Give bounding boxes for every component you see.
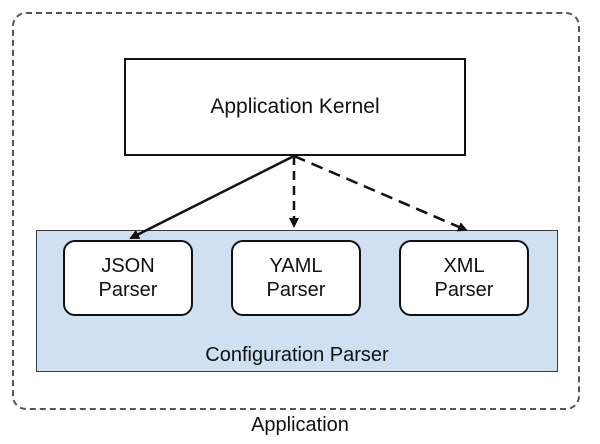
application-label: Application (251, 414, 349, 436)
kernel-to-json-arrow (129, 154, 295, 240)
yaml-parser-label-line2: Parser (266, 279, 326, 301)
xml-parser-label-line2: Parser (434, 279, 494, 301)
configuration-parser-label: Configuration Parser (205, 344, 389, 366)
yaml-parser-label-line1: YAML (269, 255, 323, 277)
yaml-parser-box: YAML Parser (231, 240, 361, 316)
application-boundary (12, 12, 580, 410)
xml-parser-label-line1: XML (443, 255, 485, 277)
json-parser-box: JSON Parser (63, 240, 193, 316)
json-parser-label-line2: Parser (98, 279, 158, 301)
kernel-to-xml-arrow (293, 154, 468, 232)
application-kernel-label: Application Kernel (210, 95, 380, 118)
xml-parser-box: XML Parser (399, 240, 529, 316)
json-parser-label-line1: JSON (101, 255, 155, 277)
application-kernel-box: Application Kernel (124, 58, 466, 156)
